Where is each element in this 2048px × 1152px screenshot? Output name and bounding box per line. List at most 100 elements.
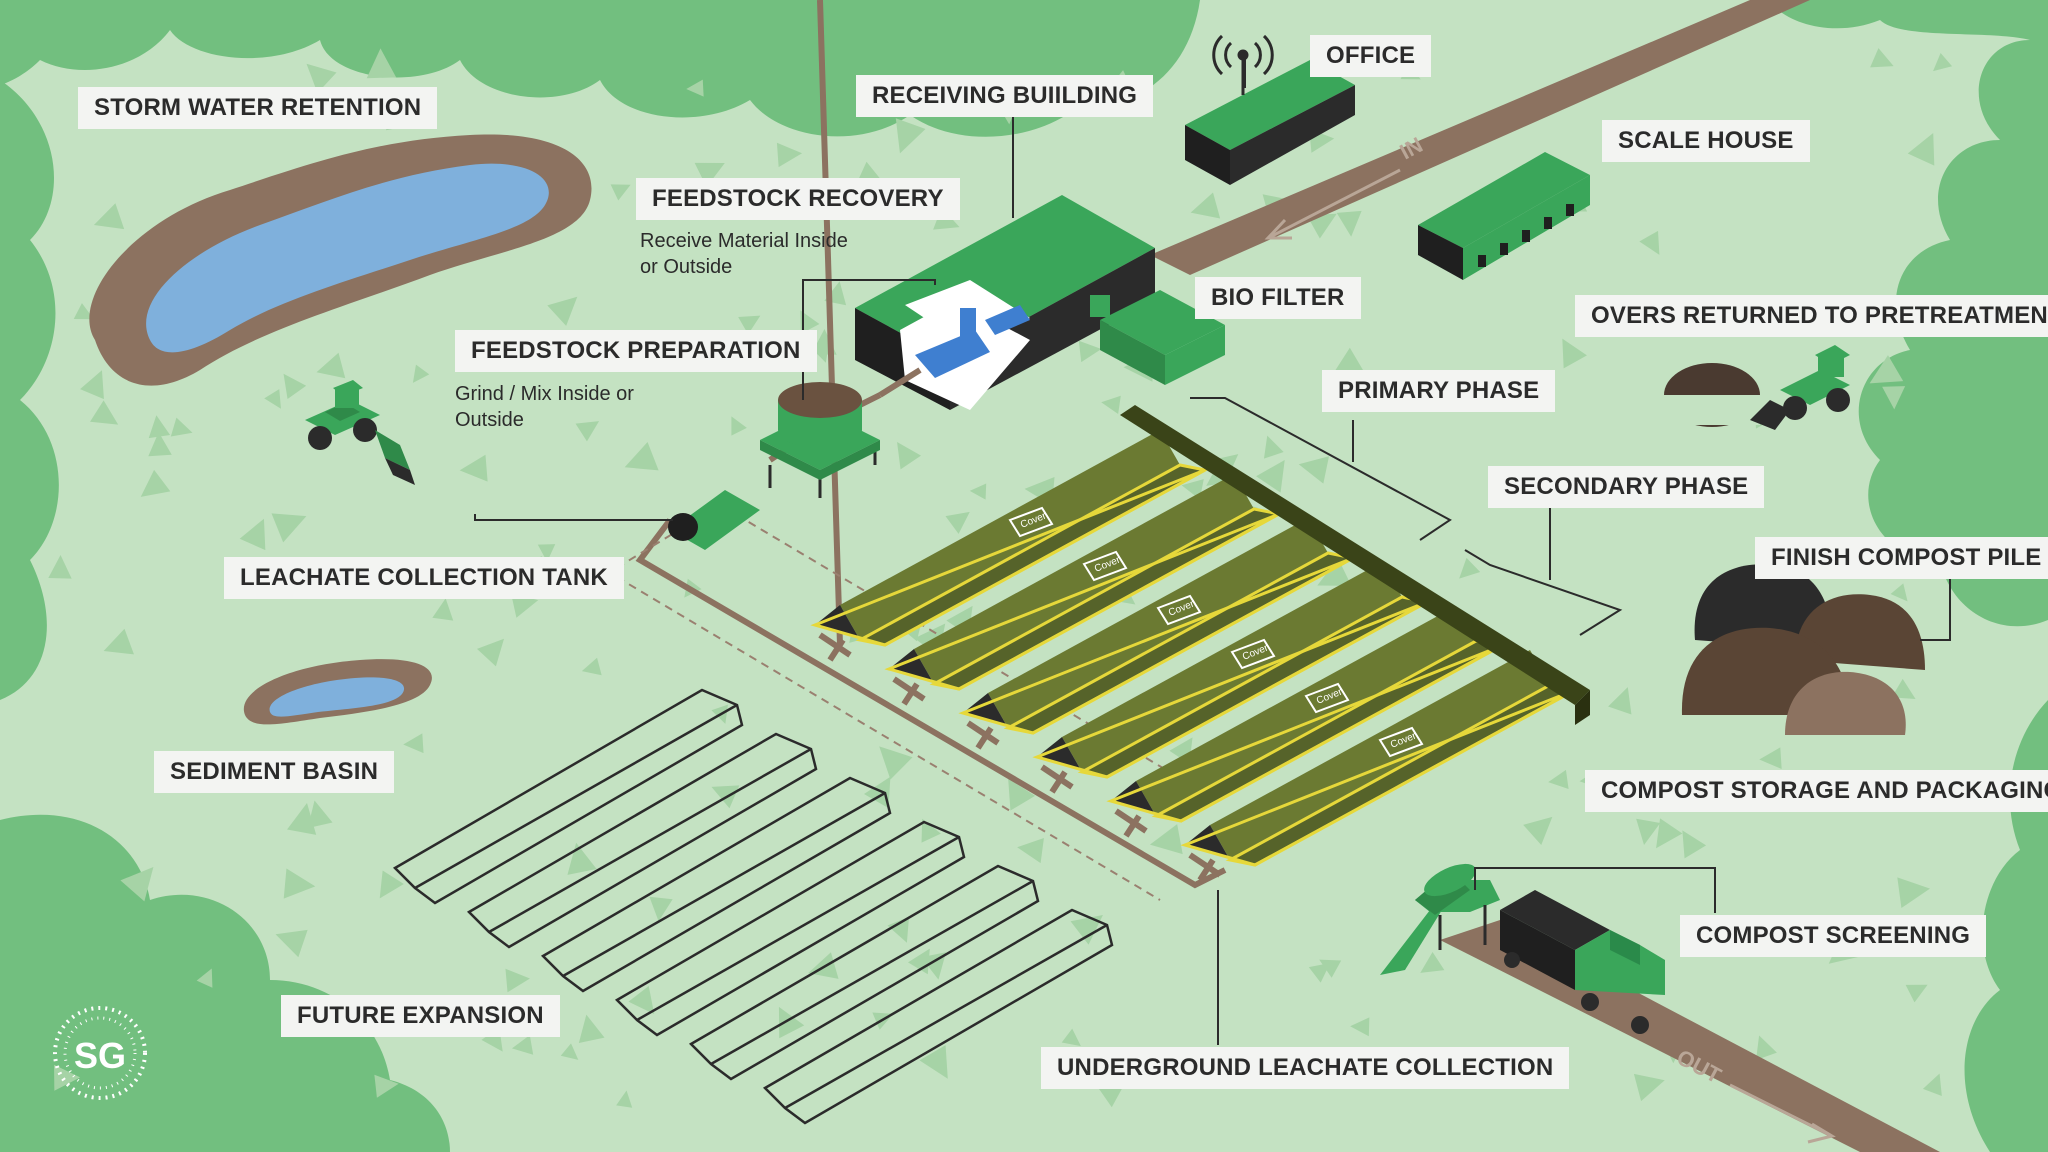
cover-tag: [1156, 594, 1202, 626]
aeration-wall: [1120, 405, 1590, 705]
ground-triangle: [1256, 459, 1285, 493]
ground-triangle: [1523, 816, 1553, 845]
ground-triangle: [887, 916, 910, 943]
future-pipe: [604, 569, 1161, 901]
ground-triangle: [403, 733, 424, 754]
ground-triangle: [560, 1043, 579, 1060]
ground-triangle: [1891, 678, 1916, 700]
ground-triangle: [412, 364, 430, 383]
ground-triangle: [271, 513, 307, 543]
label-feedstock-recovery: FEEDSTOCK RECOVERY: [636, 178, 960, 220]
ground-triangle: [616, 1090, 633, 1108]
ground-triangle: [374, 1074, 399, 1098]
ground-triangle: [1350, 1017, 1370, 1037]
ground-triangle: [48, 555, 72, 579]
ground-triangle: [54, 1064, 81, 1091]
windrow-end: [1037, 737, 1107, 777]
windrow: Cover: [810, 430, 1210, 647]
ground-triangle: [1190, 192, 1221, 219]
ground-triangle: [366, 48, 397, 79]
windrow-end: [889, 649, 959, 689]
ground-triangle: [879, 746, 913, 780]
ground-triangle: [1759, 747, 1782, 770]
screening-truck-icon: [1380, 863, 1665, 1034]
windrow-top: [988, 518, 1328, 728]
label-underground-leachate: UNDERGROUND LEACHATE COLLECTION: [1041, 1047, 1570, 1089]
ground-triangle: [148, 415, 171, 439]
label-secondary-phase: SECONDARY PHASE: [1488, 466, 1765, 508]
ground-triangle: [1633, 1073, 1665, 1102]
ground-triangle: [379, 870, 404, 899]
ground-triangle: [919, 1045, 948, 1079]
ground-triangle: [1101, 395, 1121, 415]
windrow-top: [914, 474, 1254, 684]
ground-triangle: [103, 628, 134, 655]
loader-tractor-icon: [305, 380, 415, 485]
ground-triangle: [1870, 48, 1894, 68]
ground-triangle: [1336, 210, 1362, 237]
label-overs-returned: OVERS RETURNED TO PRETREATMENT: [1575, 295, 2048, 337]
windrow-end: [1111, 781, 1181, 821]
ground-triangle: [738, 315, 761, 335]
ground-triangle: [921, 818, 941, 843]
ground-triangle: [1756, 1035, 1777, 1061]
pipe-tee: [892, 676, 926, 702]
label-office: OFFICE: [1310, 35, 1432, 77]
label-receiving-building: RECEIVING BUIILDING: [856, 75, 1154, 117]
ground-triangle: [307, 800, 333, 829]
ground-triangle: [581, 657, 602, 676]
ground-triangle: [264, 389, 281, 409]
ground-triangle: [511, 1035, 534, 1055]
ground-triangle: [80, 370, 104, 400]
ground-triangle: [694, 162, 725, 188]
ground-triangle: [1317, 558, 1352, 586]
windrow-top: [1210, 650, 1550, 860]
ground-triangle: [731, 416, 747, 436]
ground-triangle: [283, 868, 316, 899]
ground-triangle: [1420, 951, 1445, 973]
loader-tractor-icon: [1750, 345, 1850, 430]
ground-triangle: [1897, 877, 1930, 909]
ground-triangle: [170, 417, 193, 437]
ground-triangle: [537, 544, 556, 562]
label-bio-filter: BIO FILTER: [1195, 277, 1361, 319]
receiving-building: [855, 195, 1155, 410]
ground-triangle: [969, 483, 987, 500]
ground-triangle: [1608, 687, 1632, 715]
ground-triangle: [649, 896, 673, 922]
ground-triangle: [306, 63, 337, 93]
ground-triangle: [1263, 435, 1284, 459]
storm-water-pond-water: [146, 163, 549, 353]
ground-triangle: [1017, 838, 1044, 864]
ground-triangle: [567, 842, 597, 875]
ground-triangle: [1890, 583, 1908, 602]
ground-triangle: [1656, 818, 1683, 849]
ground-triangle: [275, 929, 308, 958]
leachate-collection-tank: [668, 490, 760, 550]
future-expansion-windrows: [392, 688, 1114, 1125]
ground-triangle: [505, 968, 530, 993]
ground-triangle: [1334, 347, 1367, 376]
label-compost-storage: COMPOST STORAGE AND PACKAGING: [1585, 770, 2048, 812]
ground-triangle: [239, 518, 266, 551]
ground-triangle: [624, 441, 659, 471]
ground-triangle: [148, 432, 172, 457]
ground-triangle: [140, 469, 171, 497]
label-scale-house: SCALE HOUSE: [1602, 120, 1810, 162]
road-in-arrow: [1269, 168, 1401, 239]
ground-triangle: [1639, 230, 1660, 255]
ground-triangle: [897, 442, 922, 470]
cover-tag: [1230, 638, 1276, 670]
ground-triangle: [895, 118, 926, 154]
ground-triangle: [778, 1006, 805, 1039]
cover-tag: [1008, 506, 1054, 538]
ground-triangle: [1548, 769, 1569, 789]
ground-triangle: [1882, 386, 1906, 410]
pipe-tee: [1188, 852, 1222, 878]
ground-triangle: [1459, 557, 1481, 579]
ground-triangle: [1682, 830, 1707, 859]
ground-triangle: [73, 303, 94, 320]
ground-triangle: [1306, 213, 1337, 239]
scale-house: [1418, 152, 1590, 280]
